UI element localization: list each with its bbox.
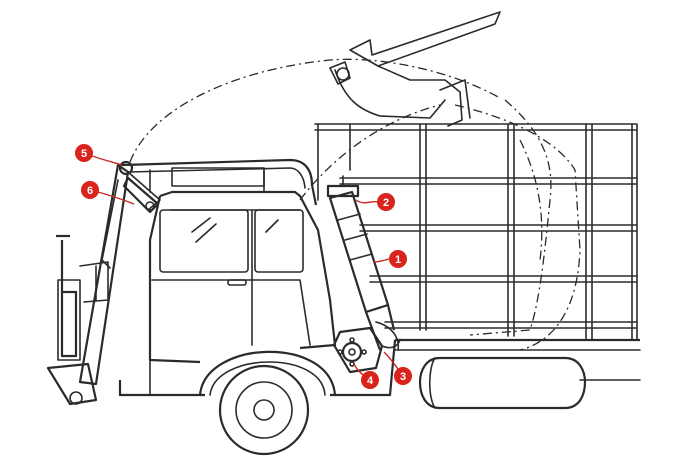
marker-5: 5	[75, 144, 93, 162]
arm-swing-arc	[129, 58, 501, 163]
main-hydraulic-cylinder	[326, 175, 396, 351]
marker-3: 3	[394, 367, 412, 385]
leader-5	[91, 155, 123, 166]
leader-2	[355, 199, 379, 204]
body-frame	[314, 123, 641, 381]
roof-rack	[121, 158, 318, 206]
marker-2: 2	[377, 193, 395, 211]
gripper-fork	[46, 234, 109, 406]
marker-5-label: 5	[81, 148, 87, 160]
fuel-tank	[418, 356, 587, 410]
marker-6: 6	[81, 181, 99, 199]
raised-arm-mechanism	[329, 11, 501, 127]
marker-4-label: 4	[367, 375, 374, 387]
marker-2-label: 2	[383, 197, 389, 209]
marker-1: 1	[389, 250, 407, 268]
marker-1-label: 1	[395, 254, 401, 266]
cab	[118, 190, 397, 397]
pivot-bracket	[332, 321, 401, 374]
front-wheel	[198, 350, 337, 456]
marker-6-label: 6	[87, 185, 93, 197]
leader-6	[97, 191, 135, 205]
marker-3-label: 3	[400, 371, 406, 383]
marker-4: 4	[361, 371, 379, 389]
